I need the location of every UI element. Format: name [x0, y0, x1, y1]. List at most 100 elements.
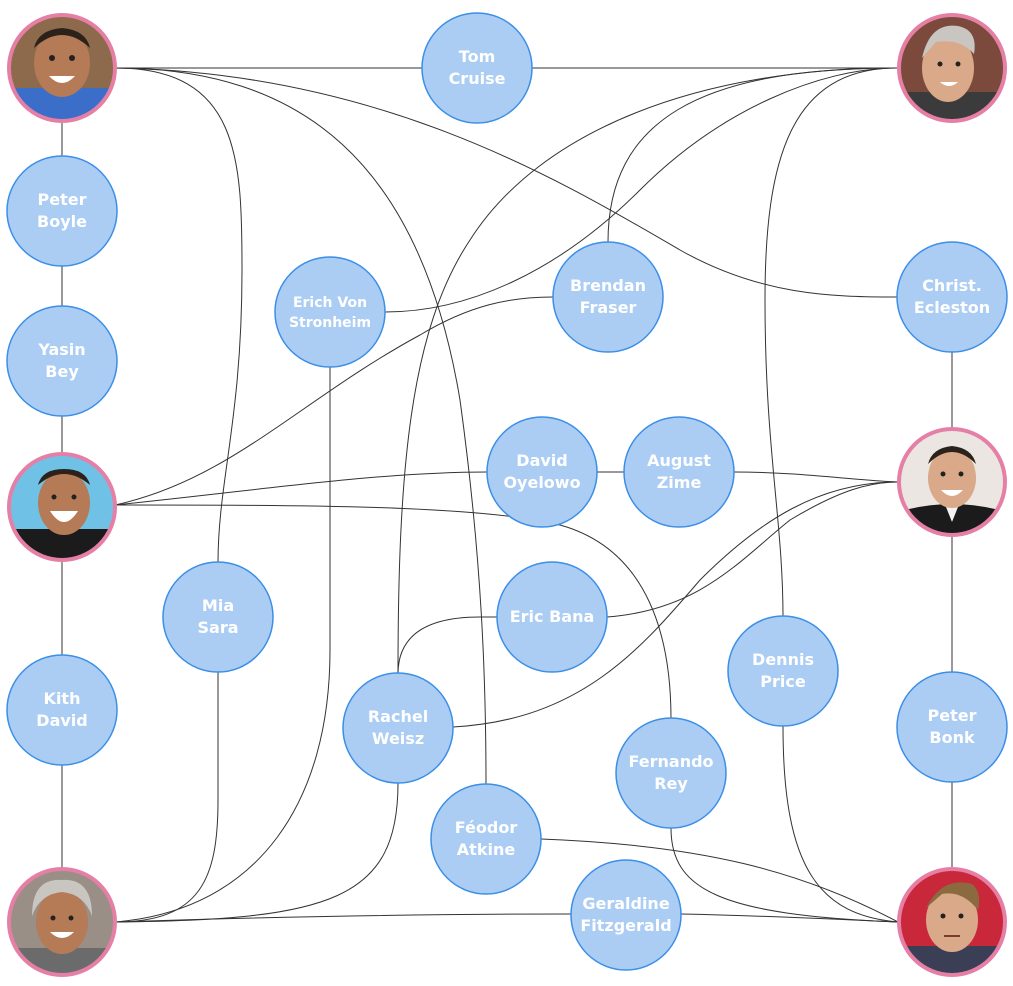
node-christ-ecleston-circle	[896, 241, 1008, 353]
node-david-oyelowo-line-2: Oyelowo	[503, 473, 580, 492]
node-feodor-atkine[interactable]: Féodor Atkine	[430, 783, 542, 895]
edge-rachel-weisz-photo-mid-right	[452, 481, 899, 728]
node-fernando-rey-circle	[615, 717, 727, 829]
photo-bottom-right[interactable]	[897, 867, 1007, 982]
node-peter-boyle[interactable]: Peter Boyle	[6, 155, 118, 267]
edge-feodor-atkine-photo-bottom-right	[540, 838, 899, 923]
photo-top-left[interactable]	[7, 13, 117, 128]
node-dennis-price-line-2: Price	[760, 672, 806, 691]
photo-mid-left[interactable]	[7, 452, 117, 569]
node-mia-sara-circle	[162, 561, 274, 673]
node-peter-bonk-line-1: Peter	[928, 706, 977, 725]
node-geraldine-fitzgerald-line-1: Geraldine	[582, 894, 669, 913]
edge-eric-bana-photo-mid-right	[606, 481, 899, 618]
node-fernando-rey-line-2: Rey	[654, 774, 688, 793]
portrait-smiling-man-blue-shirt-icon	[7, 13, 117, 123]
edge-photo-top-right-brendan-fraser	[607, 67, 898, 243]
node-tom-cruise-line-1: Tom	[459, 47, 495, 66]
node-christ-ecleston-line-2: Ecleston	[914, 298, 990, 317]
node-david-oyelowo-line-1: David	[516, 451, 567, 470]
node-kith-david[interactable]: Kith David	[6, 654, 118, 766]
node-august-zime-circle	[623, 416, 735, 528]
node-dennis-price-circle	[727, 615, 839, 727]
edge-photo-top-left-mia-sara	[114, 67, 243, 564]
node-yasin-bey-line-1: Yasin	[37, 340, 85, 359]
node-erich-von-stronheim-circle	[274, 256, 386, 368]
node-christ-ecleston[interactable]: Christ. Ecleston	[896, 241, 1008, 353]
node-dennis-price[interactable]: Dennis Price	[727, 615, 839, 727]
node-peter-bonk[interactable]: Peter Bonk	[896, 671, 1008, 783]
edge-photo-bottom-left-erich-von-stronheim	[114, 367, 331, 923]
node-august-zime-line-1: August	[647, 451, 711, 470]
node-eric-bana-line-1: Eric Bana	[510, 607, 595, 626]
edge-photo-top-left-feodor-atkine	[114, 67, 487, 786]
node-yasin-bey-circle	[6, 305, 118, 417]
node-brendan-fraser-circle	[552, 241, 664, 353]
node-erich-von-stronheim[interactable]: Erich Von Stronheim	[274, 256, 386, 368]
node-rachel-weisz-line-1: Rachel	[368, 707, 428, 726]
edge-rachel-weisz-eric-bana	[397, 616, 497, 675]
node-kith-david-circle	[6, 654, 118, 766]
node-mia-sara-line-2: Sara	[197, 618, 238, 637]
portrait-laughing-man-black-shirt-icon	[7, 452, 117, 562]
edge-photo-bottom-left-geraldine-fitzgerald	[114, 913, 573, 923]
node-tom-cruise-line-2: Cruise	[449, 69, 506, 88]
edge-photo-bottom-left-rachel-weisz	[114, 782, 399, 923]
node-peter-boyle-circle	[6, 155, 118, 267]
node-peter-bonk-circle	[896, 671, 1008, 783]
node-rachel-weisz[interactable]: Rachel Weisz	[342, 672, 454, 784]
edge-dennis-price-photo-bottom-right	[782, 725, 899, 923]
node-fernando-rey-line-1: Fernando	[628, 752, 713, 771]
node-yasin-bey-line-2: Bey	[45, 362, 79, 381]
edge-fernando-rey-photo-bottom-right	[670, 827, 899, 923]
node-geraldine-fitzgerald[interactable]: Geraldine Fitzgerald	[570, 859, 682, 971]
edge-august-zime-photo-mid-right	[733, 471, 899, 483]
node-august-zime[interactable]: August Zime	[623, 416, 735, 528]
node-peter-boyle-line-2: Boyle	[37, 212, 87, 231]
portrait-man-red-background-icon	[897, 867, 1007, 977]
node-brendan-fraser-line-1: Brendan	[570, 276, 646, 295]
portrait-smiling-man-suit-icon	[897, 427, 1007, 537]
edge-photo-top-right-erich-von-stronheim	[384, 67, 898, 313]
node-geraldine-fitzgerald-circle	[570, 859, 682, 971]
node-christ-ecleston-line-1: Christ.	[922, 276, 982, 295]
node-tom-cruise-circle	[421, 12, 533, 124]
node-fernando-rey[interactable]: Fernando Rey	[615, 717, 727, 829]
node-brendan-fraser-line-2: Fraser	[580, 298, 637, 317]
node-yasin-bey[interactable]: Yasin Bey	[6, 305, 118, 417]
edge-photo-mid-left-brendan-fraser	[114, 296, 554, 506]
node-peter-boyle-line-1: Peter	[38, 190, 87, 209]
node-feodor-atkine-line-1: Féodor	[455, 818, 518, 837]
photo-mid-right[interactable]	[897, 427, 1007, 537]
node-geraldine-fitzgerald-line-2: Fitzgerald	[580, 916, 671, 935]
node-erich-von-stronheim-line-1: Erich Von	[293, 295, 367, 311]
node-kith-david-line-2: David	[36, 711, 87, 730]
node-david-oyelowo-circle	[486, 416, 598, 528]
node-dennis-price-line-1: Dennis	[752, 650, 814, 669]
node-august-zime-line-2: Zime	[657, 473, 702, 492]
node-eric-bana-circle	[496, 561, 608, 673]
portrait-grey-haired-smiling-man-icon	[7, 867, 117, 977]
node-david-oyelowo[interactable]: David Oyelowo	[486, 416, 598, 528]
portrait-grey-haired-elderly-man-icon	[897, 13, 1007, 123]
node-brendan-fraser[interactable]: Brendan Fraser	[552, 241, 664, 353]
edge-photo-bottom-left-mia-sara	[114, 671, 219, 923]
edge-geraldine-fitzgerald-photo-bottom-right	[680, 913, 899, 923]
node-erich-von-stronheim-line-2: Stronheim	[289, 315, 371, 331]
nodes-layer: Tom Cruise Peter Boyle Yasin Bey Erich V…	[6, 12, 1008, 971]
node-mia-sara-line-1: Mia	[202, 596, 234, 615]
edge-photo-top-right-dennis-price	[764, 67, 898, 618]
node-mia-sara[interactable]: Mia Sara	[162, 561, 274, 673]
node-rachel-weisz-line-2: Weisz	[372, 729, 424, 748]
node-peter-bonk-line-2: Bonk	[929, 728, 975, 747]
node-kith-david-line-1: Kith	[44, 689, 81, 708]
edge-photo-top-left-christ-ecleston	[114, 67, 898, 298]
photos-layer	[7, 13, 1007, 982]
edge-photo-top-right-rachel-weisz	[397, 67, 898, 675]
node-feodor-atkine-line-2: Atkine	[457, 840, 516, 859]
node-tom-cruise[interactable]: Tom Cruise	[421, 12, 533, 124]
node-eric-bana[interactable]: Eric Bana	[496, 561, 608, 673]
photo-top-right[interactable]	[897, 13, 1007, 128]
photo-bottom-left[interactable]	[7, 867, 117, 982]
